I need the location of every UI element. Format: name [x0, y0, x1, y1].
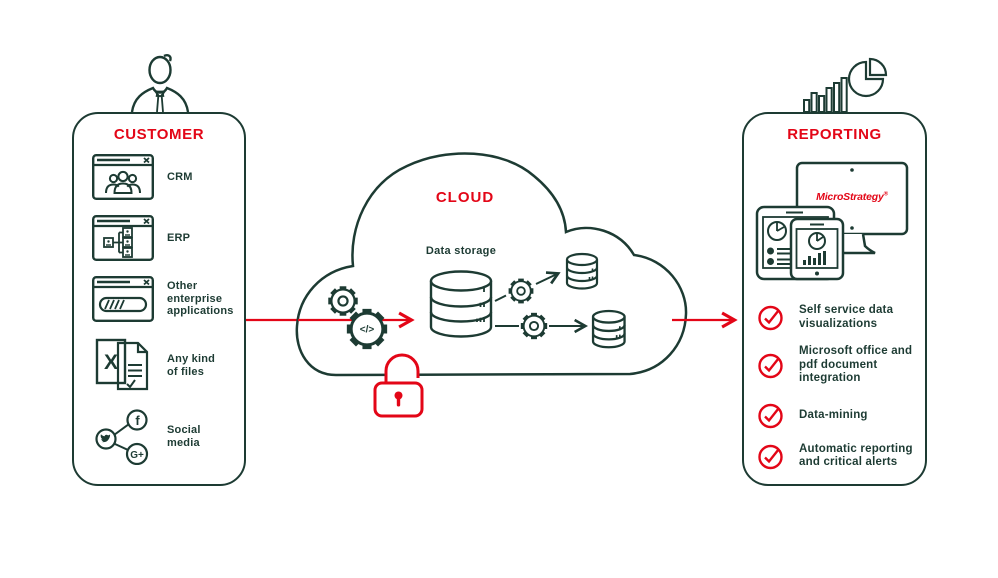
small-db-icon — [565, 252, 599, 290]
pie-chart-icon — [847, 57, 888, 98]
reporting-panel: REPORTING Self service data visualizatio… — [742, 112, 927, 486]
cloud-outline — [295, 152, 688, 377]
feature-label: Data-mining — [799, 408, 868, 421]
customer-item-enterprise-apps: Other enterprise applications — [92, 276, 233, 322]
google-plus-letter-icon: G+ — [130, 450, 144, 461]
erp-window-icon — [92, 215, 154, 261]
gear-icon — [521, 313, 547, 339]
customer-panel: CUSTOMER — [72, 112, 246, 486]
check-circle-icon — [757, 443, 784, 470]
connector-line — [494, 294, 507, 302]
files-icon: X — [92, 337, 154, 394]
keyhole-icon — [394, 391, 403, 400]
data-storage-label: Data storage — [425, 245, 497, 257]
customer-item-label: ERP — [167, 231, 191, 244]
gear-icon — [328, 286, 357, 315]
feature-label: Microsoft office and pdf document integr… — [799, 345, 913, 385]
bar-chart-icon — [803, 77, 848, 113]
feature-office-pdf: Microsoft office and pdf document integr… — [757, 345, 915, 386]
feature-automatic-reporting: Automatic reporting and critical alerts — [757, 443, 915, 470]
gear-icon — [509, 279, 534, 304]
check-circle-icon — [757, 304, 784, 331]
facebook-letter-icon: f — [135, 413, 140, 428]
businessman-icon — [130, 54, 190, 113]
feature-data-mining: Data-mining — [757, 402, 915, 429]
customer-title: CUSTOMER — [113, 126, 205, 143]
customer-item-erp: ERP — [92, 215, 233, 261]
security-lock-icon — [373, 353, 424, 418]
twitter-bird-icon — [100, 434, 111, 443]
microstrategy-logo: MicroStrategy® — [816, 191, 888, 203]
check-circle-icon — [757, 352, 784, 379]
customer-item-files: X Any kind of files — [92, 337, 233, 394]
check-circle-icon — [757, 402, 784, 429]
customer-item-crm: CRM — [92, 154, 233, 200]
svg-text:</>: </> — [360, 325, 375, 336]
data-storage-db-icon — [429, 270, 493, 338]
customer-item-list: CRM — [92, 154, 233, 465]
code-gear-icon: </> — [347, 309, 387, 349]
crm-window-icon — [92, 154, 154, 200]
feature-label: Self service data visualizations — [799, 304, 894, 330]
reporting-feature-list: Self service data visualizations Microso… — [757, 304, 915, 470]
customer-item-label: Social media — [167, 424, 201, 449]
excel-letter: X — [104, 351, 118, 374]
customer-item-label: CRM — [167, 170, 193, 183]
customer-item-label: Other enterprise applications — [167, 279, 234, 318]
customer-item-label: Any kind of files — [167, 352, 216, 378]
reporting-title: REPORTING — [787, 126, 882, 143]
cloud-title: CLOUD — [435, 189, 495, 206]
connector-arrow — [535, 274, 557, 285]
enterprise-app-window-icon — [92, 276, 154, 322]
feature-self-service: Self service data visualizations — [757, 304, 915, 331]
registered-mark: ® — [883, 191, 888, 198]
customer-item-social: f G+ Social media — [92, 409, 233, 465]
small-db-icon — [591, 309, 626, 349]
feature-label: Automatic reporting and critical alerts — [799, 442, 913, 469]
social-network-icon: f G+ — [92, 409, 154, 465]
